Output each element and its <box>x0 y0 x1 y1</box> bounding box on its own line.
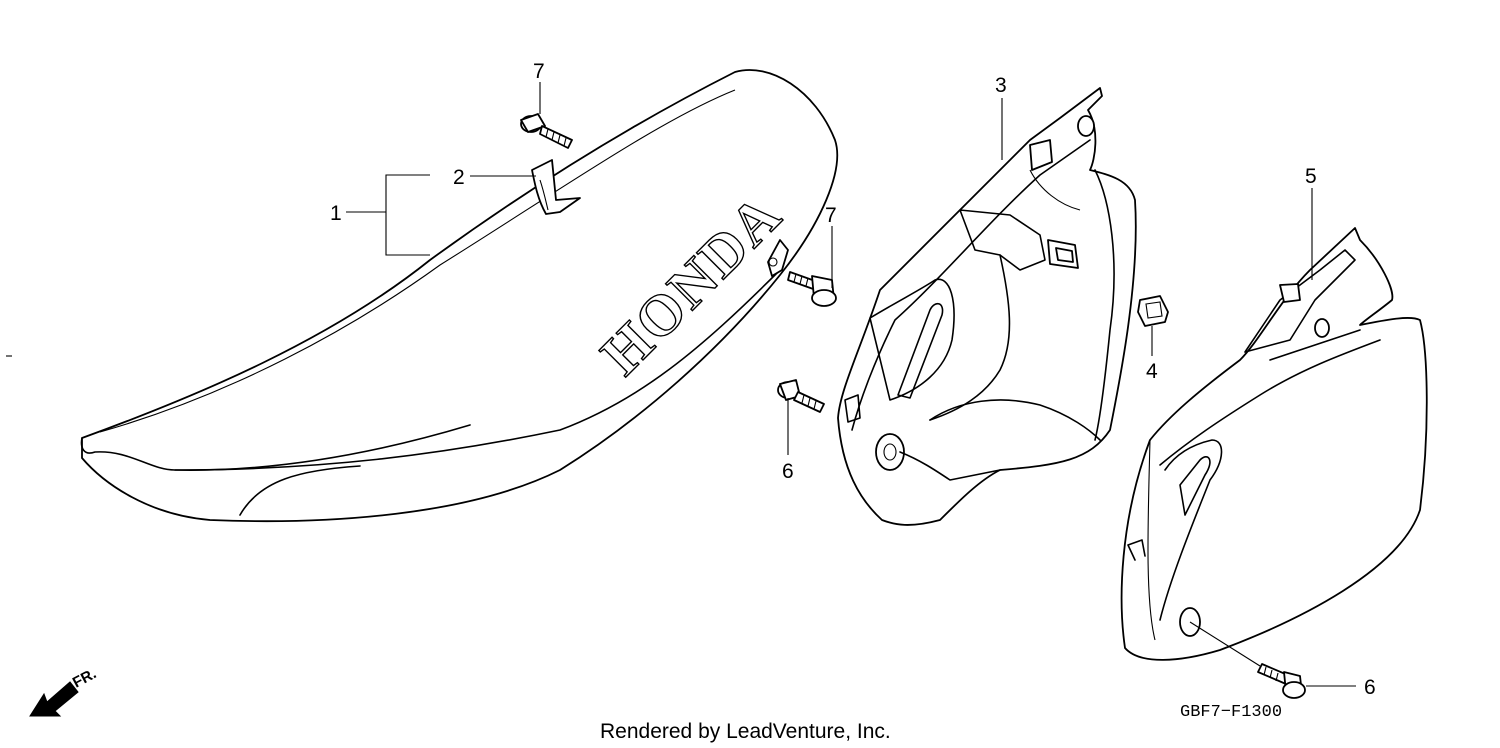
callout-7-top: 7 <box>533 60 545 83</box>
leader-lines <box>346 82 1356 687</box>
seat-top-crease <box>239 465 361 516</box>
arrow-left-down-icon <box>29 681 79 717</box>
callout-5: 5 <box>1305 165 1317 188</box>
bolt-7-mid <box>787 271 837 307</box>
seat: HONDA <box>80 69 839 523</box>
bolt-6-right <box>1257 663 1306 699</box>
right-side-cover <box>1120 227 1428 661</box>
callout-6-right: 6 <box>1364 676 1376 699</box>
right-cover-outer <box>1120 227 1428 661</box>
callout-7-mid: 7 <box>825 204 837 227</box>
diagram-code: GBF7−F1300 <box>1180 703 1282 722</box>
callout-6-left: 6 <box>782 460 794 483</box>
callout-1: 1 <box>330 202 342 225</box>
credit-line: Rendered by LeadVenture, Inc. <box>600 720 891 743</box>
left-cover-inner-rib <box>851 139 1091 431</box>
callout-4: 4 <box>1146 360 1158 383</box>
seat-side-seam <box>174 269 781 471</box>
bolt-7-top <box>520 113 573 149</box>
seat-body <box>81 69 839 523</box>
clip-nut-4 <box>1137 295 1169 327</box>
callout-3: 3 <box>995 74 1007 97</box>
seat-hook <box>531 159 581 215</box>
callout-2: 2 <box>453 166 465 189</box>
bolt-6-left <box>777 379 825 413</box>
seat-top-ridge <box>99 89 736 433</box>
front-direction-arrow: FR. <box>29 665 99 717</box>
left-side-cover <box>837 87 1137 526</box>
seat-mount-bracket <box>767 239 789 277</box>
left-cover-outer <box>837 87 1137 526</box>
